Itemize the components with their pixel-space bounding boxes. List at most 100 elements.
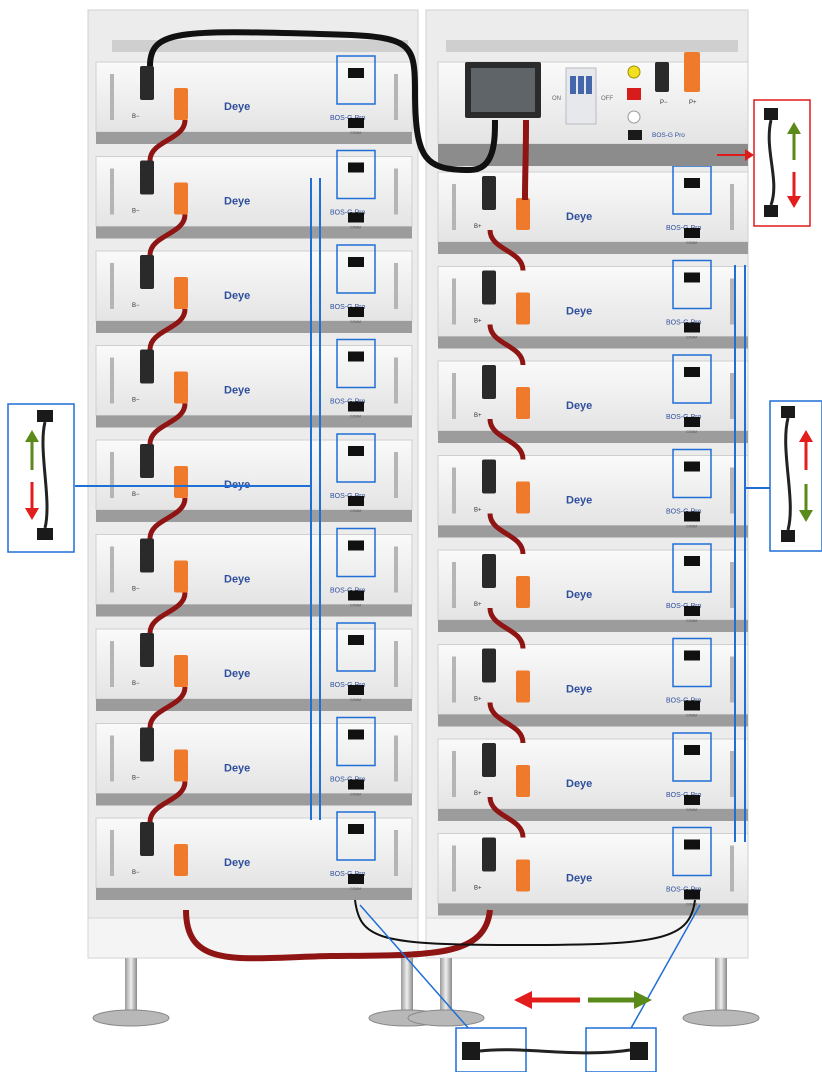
black-top-cable	[147, 29, 498, 174]
comm-callout-frame	[672, 448, 712, 499]
negative-connector	[140, 444, 154, 478]
positive-connector	[174, 655, 188, 687]
white-button	[627, 110, 641, 124]
comm-port-bottom	[684, 322, 700, 333]
comm-callout-frame	[672, 259, 712, 310]
serial-red-cable	[487, 796, 526, 838]
negative-connector	[140, 160, 154, 195]
positive-connector	[174, 749, 188, 782]
right-callout-plug-top	[781, 406, 795, 418]
module-handle	[394, 74, 398, 120]
comm-port-label: COMM	[686, 619, 697, 623]
red-callout-cable	[767, 119, 776, 206]
terminal-label: B−	[132, 776, 140, 782]
comm-port-label: COMM	[350, 226, 361, 230]
module-handle	[394, 357, 398, 404]
module-handle	[394, 546, 398, 593]
callout-boxes	[7, 99, 822, 1072]
comm-callout-frame	[672, 826, 712, 877]
brand-logo: Deye	[224, 290, 250, 302]
module-handle	[730, 845, 734, 892]
comm-port-label: COMM	[686, 430, 697, 434]
positive-connector	[516, 292, 530, 325]
control-red-cable	[522, 119, 529, 201]
bottom-callout-plug-right	[630, 1042, 648, 1060]
module-shelf-shadow	[438, 336, 748, 349]
comm-port-top	[684, 650, 700, 661]
left-callout-plug-top	[37, 410, 53, 422]
module-handle	[110, 641, 114, 687]
left-callout-cable	[41, 421, 49, 529]
comm-port-top	[348, 351, 364, 362]
comm-callout-frame	[336, 149, 376, 200]
positive-connector	[174, 182, 188, 215]
comm-port-label: COMM	[350, 698, 361, 702]
model-label: BOS-G Pro	[330, 210, 366, 217]
rack-feet	[92, 958, 760, 1027]
terminal-label: B+	[474, 886, 482, 892]
module-shelf-shadow	[96, 415, 412, 428]
comm-port-bottom	[684, 606, 700, 616]
model-label: BOS-G Pro	[666, 603, 702, 610]
negative-connector	[482, 743, 496, 777]
brand-logo: Deye	[566, 495, 592, 507]
red-up-arrow-icon	[799, 430, 813, 470]
comm-port-label: COMM	[686, 241, 697, 245]
green-down-arrow-icon	[799, 484, 813, 522]
negative-connector	[482, 176, 496, 210]
terminal-label: B+	[474, 602, 482, 608]
comm-port-top	[684, 556, 700, 566]
serial-red-cable	[487, 702, 526, 744]
positive-connector	[174, 560, 188, 593]
negative-connector	[140, 538, 154, 573]
positive-connector	[174, 466, 188, 498]
module-handle	[394, 735, 398, 782]
comm-callout-frame	[672, 732, 712, 782]
comm-port-bottom	[684, 795, 700, 805]
module-handle	[110, 263, 114, 309]
comm-port-top	[348, 446, 364, 456]
terminal-label: B−	[132, 209, 140, 215]
module-handle	[110, 357, 114, 404]
comm-port-bottom	[684, 228, 700, 238]
left-rack-top-bar	[112, 40, 408, 52]
module-shelf-shadow	[438, 903, 748, 916]
module-handle	[452, 278, 456, 325]
module-handle	[394, 263, 398, 309]
switch-off-label: OFF	[601, 96, 613, 102]
comm-port-bottom	[684, 700, 700, 711]
module-handle	[110, 452, 114, 498]
comm-port-top	[684, 461, 700, 472]
comm-port-top	[348, 257, 364, 267]
serial-red-cable	[487, 418, 526, 460]
breaker-handle-2	[578, 76, 584, 94]
comm-port-bottom	[684, 417, 700, 427]
comm-port-bottom	[348, 590, 364, 601]
model-label: BOS-G Pro	[666, 792, 702, 799]
brand-logo: Deye	[224, 668, 250, 680]
positive-connector	[516, 576, 530, 608]
red-cable-callout	[753, 99, 811, 227]
pos-terminal-label: P+	[689, 100, 697, 106]
negative-connector	[140, 255, 154, 289]
comm-callout-frame	[336, 811, 376, 861]
brand-logo: Deye	[224, 574, 250, 586]
model-label: BOS-G Pro	[330, 399, 366, 406]
module-shelf-shadow	[96, 132, 412, 144]
brand-logo: Deye	[566, 684, 592, 696]
comm-port-top	[684, 272, 700, 283]
model-label: BOS-G Pro	[666, 414, 702, 421]
positive-connector	[516, 198, 530, 230]
comm-port-top	[348, 68, 364, 78]
module-shelf-shadow	[96, 226, 412, 239]
module-shelf-shadow	[96, 888, 412, 900]
red-down-arrow-icon	[25, 482, 39, 520]
module-shelf-shadow	[438, 714, 748, 727]
module-shelf-shadow	[438, 620, 748, 632]
negative-connector	[140, 66, 154, 100]
terminal-label: B+	[474, 319, 482, 325]
